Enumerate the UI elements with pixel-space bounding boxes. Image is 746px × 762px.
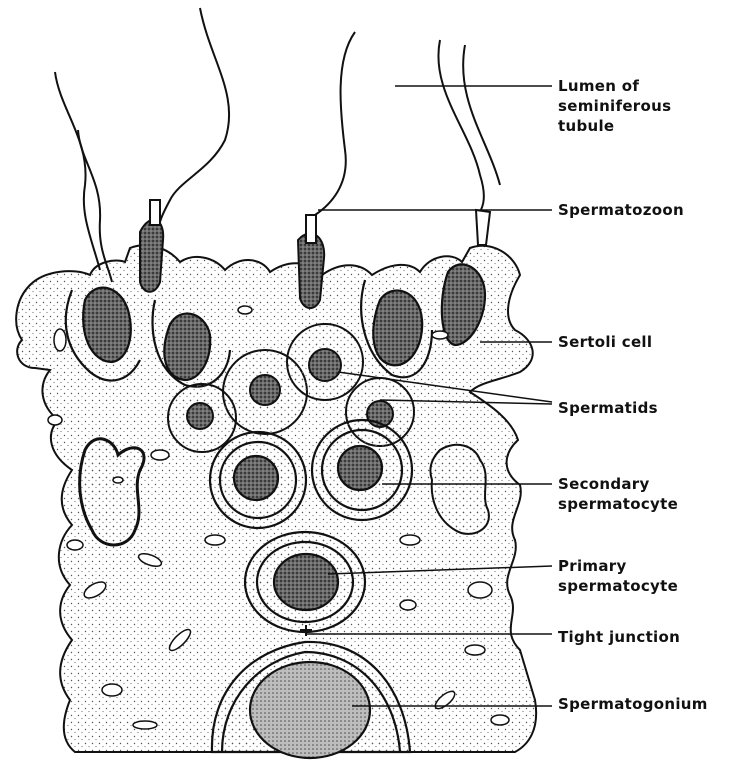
label-tight-junction: Tight junction: [558, 627, 680, 647]
label-spermatozoon: Spermatozoon: [558, 200, 684, 220]
label-primary-spermatocyte: Primary spermatocyte: [558, 556, 678, 596]
label-lumen: Lumen of seminiferous tubule: [558, 76, 671, 136]
label-lumen-line3: tubule: [558, 116, 671, 136]
label-secondary-line2: spermatocyte: [558, 494, 678, 514]
label-sertoli-cell: Sertoli cell: [558, 332, 652, 352]
label-spermatogonium: Spermatogonium: [558, 694, 708, 714]
lumen-region: [0, 0, 540, 240]
label-primary-line2: spermatocyte: [558, 576, 678, 596]
label-lumen-line2: seminiferous: [558, 96, 671, 116]
label-primary-line1: Primary: [558, 557, 627, 575]
label-secondary-spermatocyte: Secondary spermatocyte: [558, 474, 678, 514]
primary-spermatocyte: [245, 532, 365, 632]
label-lumen-line1: Lumen of: [558, 77, 639, 95]
label-spermatids: Spermatids: [558, 398, 658, 418]
label-secondary-line1: Secondary: [558, 475, 650, 493]
